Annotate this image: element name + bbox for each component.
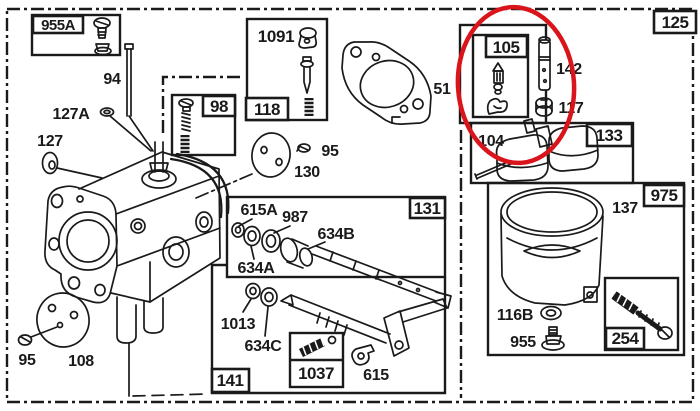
label-box-955a <box>31 14 85 35</box>
label-141: 141 <box>217 371 244 390</box>
rod-94-drawing <box>124 43 154 152</box>
needle-valve-icon-105 <box>492 62 504 95</box>
disc-130-drawing <box>251 132 291 178</box>
washer-127a-icon <box>99 107 152 152</box>
label-1037: 1037 <box>298 364 334 383</box>
label-105: 105 <box>493 38 520 57</box>
leader-634b <box>307 241 326 250</box>
part-label-104: 104 <box>478 133 504 150</box>
label-box-125 <box>652 9 698 35</box>
label-box-254 <box>604 326 646 351</box>
part-label-987: 987 <box>282 209 308 226</box>
screw-95-bottom-icon <box>17 326 58 346</box>
part-label-127a: 127A <box>52 106 90 123</box>
label-975: 975 <box>651 186 678 205</box>
label-254: 254 <box>612 329 640 348</box>
fuel-bowl-137-drawing <box>500 187 604 306</box>
part-label-127: 127 <box>37 133 63 150</box>
cover-plate-108-drawing <box>36 292 90 348</box>
spring-icon-118 <box>304 98 314 116</box>
red-highlight-ellipse <box>455 4 577 166</box>
label-131: 131 <box>414 199 441 218</box>
seat-icon-1091 <box>298 27 318 49</box>
label-955a: 955A <box>41 17 76 34</box>
bushing-634b-icon <box>279 237 314 269</box>
seal-634c-icon <box>260 287 278 307</box>
part-label-130: 130 <box>294 164 320 181</box>
pin-142-drawing <box>538 36 551 91</box>
part-label-955: 955 <box>510 334 536 351</box>
label-118: 118 <box>254 100 280 119</box>
washer-615a-icon <box>231 222 245 238</box>
part-label-94: 94 <box>103 71 121 88</box>
nut-117-icon <box>535 97 553 117</box>
group-box-131 <box>225 195 447 279</box>
float-104-drawing <box>474 118 599 182</box>
washer-116b-icon <box>540 305 562 321</box>
label-125: 125 <box>662 13 689 32</box>
page-border <box>5 7 695 404</box>
washer-1013-icon <box>245 282 261 300</box>
part-label-116b: 116B <box>497 307 533 324</box>
label-box-975 <box>642 183 686 208</box>
screw-spring-icon-98 <box>178 98 194 153</box>
label-133: 133 <box>596 126 623 145</box>
label-box-118 <box>244 96 290 122</box>
leader-615a <box>238 218 253 227</box>
part-label-108: 108 <box>68 353 94 370</box>
divider-top-left <box>161 75 244 133</box>
part-label-615a: 615A <box>240 202 278 219</box>
leader-130-to-body <box>195 173 253 199</box>
leader-634c <box>264 306 269 337</box>
needle-icon-1091 <box>300 56 314 94</box>
leader-987 <box>273 225 291 234</box>
part-label-95-top: 95 <box>321 143 339 160</box>
seal-987-icon <box>261 229 281 253</box>
spring-screw-icon-254 <box>610 289 673 340</box>
washer-127-icon <box>41 151 103 179</box>
part-label-634b: 634B <box>317 226 354 243</box>
leader-634a <box>250 245 255 260</box>
screw-95-top-icon <box>296 143 311 153</box>
part-label-142: 142 <box>556 61 582 78</box>
throttle-shaft-drawing <box>311 245 452 309</box>
part-label-137: 137 <box>612 200 638 217</box>
part-label-615: 615 <box>363 367 389 384</box>
label-box-141 <box>210 367 251 394</box>
label-box-98 <box>201 94 237 118</box>
label-box-133 <box>585 122 634 148</box>
part-label-1091: 1091 <box>258 27 295 46</box>
part-label-95-bottom: 95 <box>18 352 36 369</box>
clip-615-icon <box>351 344 375 366</box>
label-98: 98 <box>210 97 228 116</box>
carburetor-body-drawing <box>44 141 230 397</box>
gasket-51-drawing <box>341 41 432 125</box>
washer-634a-icon <box>243 225 261 247</box>
spring-icon-1037 <box>298 335 337 358</box>
part-label-51: 51 <box>433 81 451 98</box>
group-box-975 <box>486 181 686 357</box>
screw-and-nut-icon-955a <box>93 17 112 56</box>
part-label-634a: 634A <box>237 260 275 277</box>
leader-1013 <box>242 298 252 313</box>
part-label-634c: 634C <box>244 338 282 355</box>
clip-icon-105 <box>486 97 508 115</box>
label-box-105 <box>484 34 529 59</box>
choke-shaft-drawing <box>280 294 448 357</box>
label-box-131 <box>408 196 447 220</box>
bolt-955-icon <box>541 326 565 351</box>
part-label-1013: 1013 <box>221 316 256 333</box>
